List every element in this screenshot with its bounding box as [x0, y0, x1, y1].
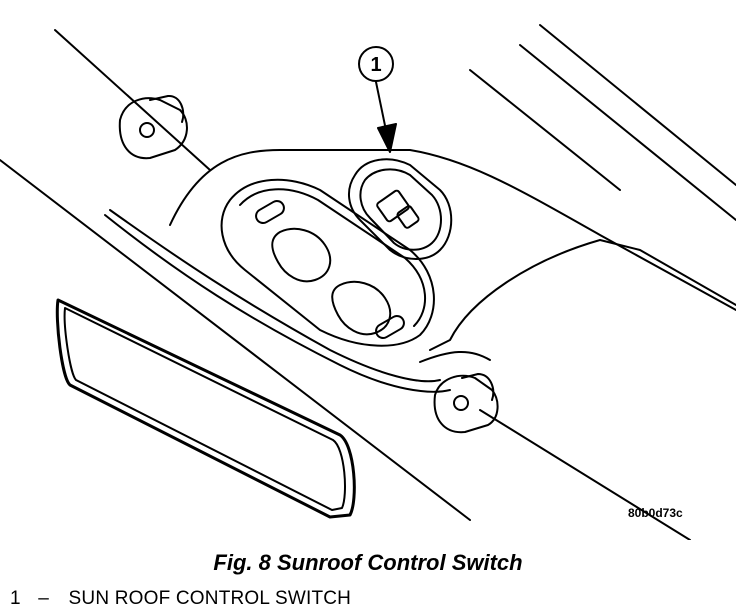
visor-clip-left-tab	[149, 95, 185, 123]
rear-view-mirror-inner	[63, 307, 346, 511]
sunroof-switch-bezel-inner	[359, 168, 442, 251]
headliner-inner-curve-2	[104, 214, 451, 393]
map-lamp-left	[271, 227, 332, 283]
console-inner-edge	[239, 188, 426, 327]
figure-title: Fig. 8 Sunroof Control Switch	[213, 550, 523, 575]
roof-edge-line-1	[539, 24, 736, 186]
rear-view-mirror	[55, 298, 356, 519]
callout-circle	[358, 46, 394, 82]
console-slot-left	[255, 200, 285, 224]
sunroof-diagram: 1	[0, 24, 736, 540]
legend-label: SUN ROOF CONTROL SWITCH	[68, 588, 352, 609]
visor-clip-right-hole	[453, 395, 469, 411]
visor-clip-left-hole	[139, 122, 155, 138]
sunroof-switch-button	[376, 189, 410, 223]
trim-step-2	[419, 350, 491, 363]
overhead-console	[220, 178, 435, 347]
visor-clip-right-tab	[461, 373, 495, 401]
legend-separator: –	[38, 588, 50, 609]
console-slot-right	[375, 315, 405, 339]
figure-reference-code: 80b0d73c	[628, 506, 683, 520]
legend-item: 1 – SUN ROOF CONTROL SWITCH	[10, 588, 351, 610]
callout-number: 1	[370, 54, 381, 76]
headliner-edge-top-left	[54, 29, 211, 171]
callout-arrowhead	[377, 123, 397, 153]
headliner-edge-lower	[479, 409, 691, 540]
visor-clip-right	[433, 374, 499, 434]
headliner-inner-curve	[109, 209, 441, 383]
roof-edge-line-3	[469, 69, 621, 191]
legend-number: 1	[10, 588, 21, 609]
visor-clip-left	[118, 97, 188, 160]
headliner-molding	[169, 149, 736, 311]
roof-edge-line-2	[519, 44, 736, 221]
windshield-edge-line	[0, 159, 471, 521]
sunroof-switch-bezel	[348, 158, 453, 260]
trim-step	[429, 239, 736, 351]
map-lamp-right	[331, 280, 392, 336]
sunroof-switch-button-small	[396, 205, 420, 229]
